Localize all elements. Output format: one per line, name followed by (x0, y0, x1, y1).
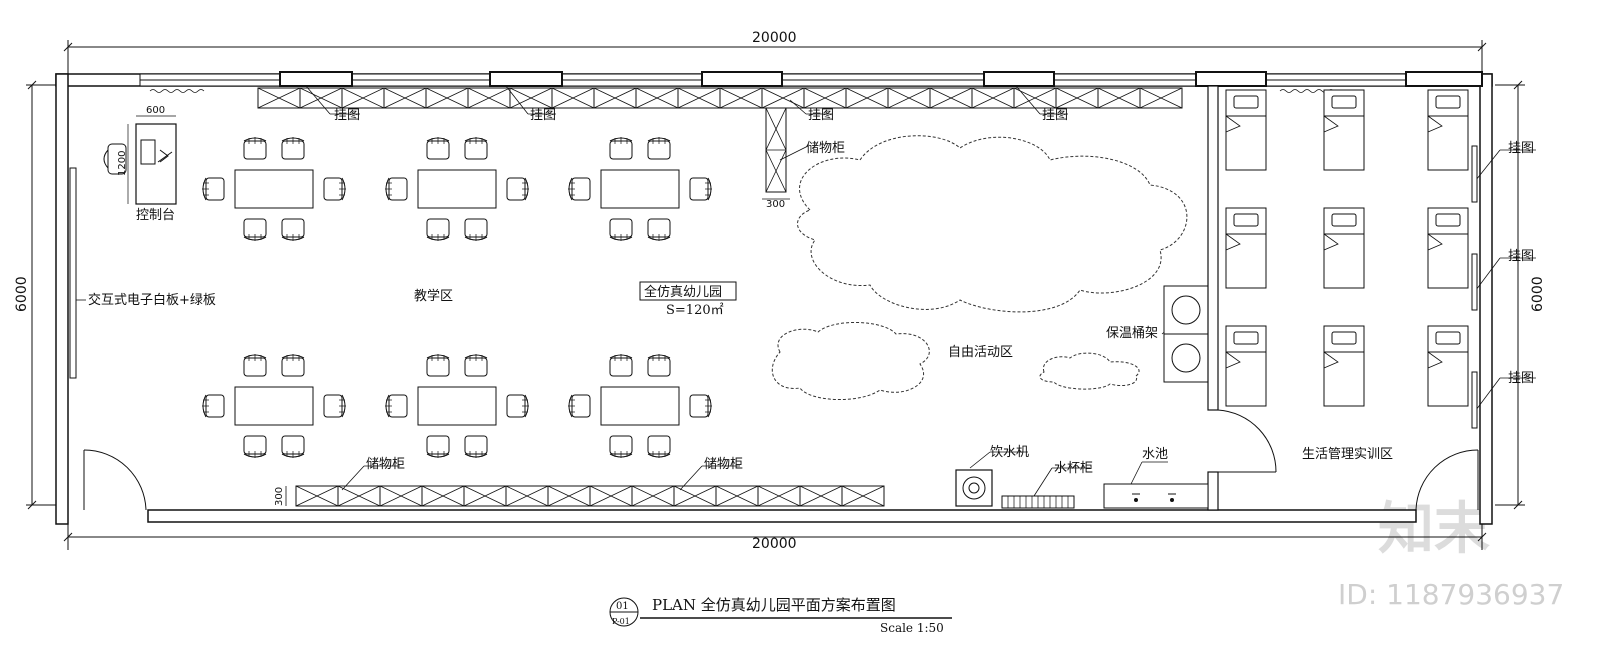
partition-door (1217, 409, 1277, 473)
label-water-dispenser: 饮水机 (990, 445, 1029, 460)
label-hang-right-2: 挂图 (1508, 249, 1534, 264)
table-group-1 (201, 136, 347, 242)
label-storage-bottom-1: 储物柜 (366, 457, 405, 472)
label-free-zone: 自由活动区 (948, 345, 1013, 360)
label-kindergarten-name: 全仿真幼儿园 (644, 284, 722, 300)
watermark-logo: 知末 (1378, 497, 1490, 562)
label-hang-4: 挂图 (1042, 108, 1068, 123)
label-hang-1: 挂图 (334, 108, 360, 123)
door-left (83, 449, 147, 511)
curtains (149, 89, 1341, 93)
dim-desk-depth: 1200 (117, 151, 128, 176)
dim-height-left: 6000 (14, 276, 30, 312)
watermark-id: ID: 1187936937 (1338, 578, 1564, 611)
table-group-2 (384, 136, 530, 242)
wall-panels-right (1471, 145, 1478, 429)
label-storage-bottom-2: 储物柜 (704, 457, 743, 472)
dim-height-right: 6000 (1530, 276, 1546, 312)
partition-wall (1207, 85, 1219, 511)
door-right (1415, 449, 1479, 511)
columns (279, 71, 1483, 87)
dim-width-top: 20000 (752, 30, 797, 46)
dim-desk-width: 600 (146, 105, 165, 116)
label-area: S=120㎡ (666, 303, 724, 318)
top-storage-cabinet (257, 87, 1183, 109)
bucket-rack (1163, 285, 1209, 383)
dimension-lines (26, 40, 1525, 550)
name-box (639, 281, 737, 301)
dim-cabinet-bottom: 300 (274, 487, 285, 506)
label-cup-cabinet: 水杯柜 (1054, 461, 1093, 476)
title-number: 01 (616, 601, 629, 612)
watermark: 知末 ID: 1187936937 (1338, 497, 1564, 611)
dim-width-bottom: 20000 (752, 536, 797, 552)
whiteboard (69, 167, 77, 379)
label-teaching-zone: 教学区 (414, 288, 453, 304)
beds (1225, 89, 1469, 407)
bottom-storage-cabinet (295, 485, 885, 507)
table-group-4 (201, 353, 347, 459)
cup-cabinet (1001, 495, 1075, 509)
label-hang-right-3: 挂图 (1508, 371, 1534, 386)
vertical-storage-cabinet (765, 107, 787, 193)
label-console: 控制台 (136, 208, 175, 223)
console-desk (103, 115, 177, 205)
label-hang-right-1: 挂图 (1508, 141, 1534, 156)
table-group-3 (567, 136, 713, 242)
free-zone-clouds (771, 135, 1188, 400)
label-bucket-rack: 保温桶架 (1106, 326, 1158, 341)
label-sink: 水池 (1142, 447, 1168, 462)
label-hang-3: 挂图 (808, 108, 834, 123)
table-group-5 (384, 353, 530, 459)
water-dispenser (955, 469, 993, 507)
table-group-6 (567, 353, 713, 459)
title-sheet: P-01 (612, 617, 630, 626)
label-life-zone: 生活管理实训区 (1302, 447, 1393, 462)
sink (1103, 483, 1209, 509)
dim-cabinet-top: 300 (766, 199, 785, 210)
title-block: 01 P-01 PLAN 全仿真幼儿园平面方案布置图 Scale 1:50 (609, 596, 952, 635)
label-storage-top: 储物柜 (806, 141, 845, 156)
title-text: PLAN 全仿真幼儿园平面方案布置图 (652, 596, 896, 614)
walls (55, 73, 1493, 525)
label-whiteboard: 交互式电子白板+绿板 (88, 292, 216, 308)
title-scale: Scale 1:50 (880, 621, 944, 635)
label-hang-2: 挂图 (530, 108, 556, 123)
svg-text:知末: 知末 (1378, 497, 1490, 562)
